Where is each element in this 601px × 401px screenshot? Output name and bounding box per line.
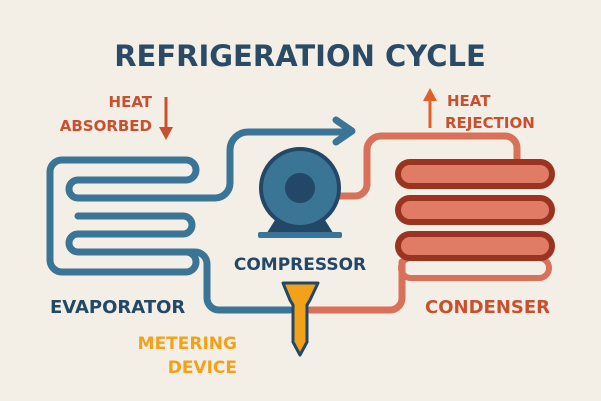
heat-absorbed-label-line2: ABSORBED [60,117,152,135]
heat-rejection-label-line2: REJECTION [445,114,535,132]
metering-label-line2: DEVICE [168,358,237,378]
metering-valve-icon [281,281,320,357]
arrow-up-icon [423,88,437,128]
discharge-line [334,132,521,200]
condenser-coil [395,159,555,281]
arrow-down-icon [159,97,173,140]
liquid-line-from-condenser [306,258,406,314]
metering-label-line1: METERING [138,334,237,354]
heat-absorbed-label-line1: HEAT [109,93,153,111]
evaporator-coil [46,156,200,276]
liquid-line-to-evaporator [182,248,294,314]
diagram-title: REFRIGERATION CYCLE [114,39,486,73]
evaporator-label: EVAPORATOR [50,297,185,318]
condenser-label: CONDENSER [425,297,550,318]
compressor-label: COMPRESSOR [234,255,366,275]
suction-line [189,116,356,202]
compressor-icon [258,147,342,238]
heat-rejection-label-line1: HEAT [447,92,491,110]
